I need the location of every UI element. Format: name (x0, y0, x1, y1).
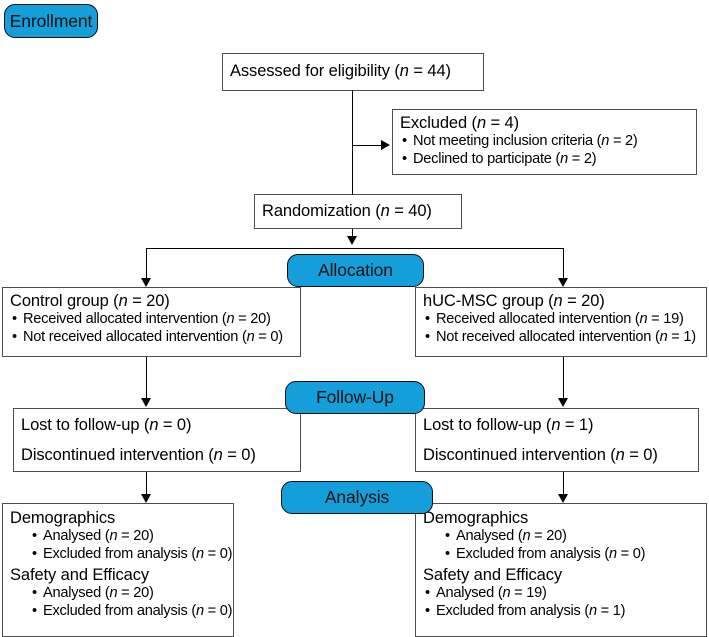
excluded-item-0: Not meeting inclusion criteria (n = 2) (400, 133, 690, 150)
node-control-followup: Lost to follow-up (n = 0) Discontinued i… (13, 408, 301, 472)
control-analysis-section2-heading: Safety and Efficacy (10, 565, 150, 584)
arrowhead-split-left (141, 278, 151, 287)
stage-banner-allocation: Allocation (287, 254, 424, 287)
excluded-item-1: Declined to participate (n = 2) (400, 151, 690, 168)
control-followup-line-1: Discontinued intervention (n = 0) (21, 446, 256, 465)
connector-assessed-to-randomization (352, 91, 353, 195)
arrowhead-control-followup (141, 398, 151, 407)
connector-split-left (146, 248, 147, 284)
randomization-text: Randomization (n = 40) (262, 201, 432, 220)
node-huc-msc-group: hUC-MSC group (n = 20) Received allocate… (415, 287, 707, 357)
stage-label-enrollment: Enrollment (9, 10, 93, 31)
msc-analysis-section2-item-1: Excluded from analysis (n = 1) (423, 603, 700, 620)
stage-banner-followup: Follow-Up (285, 381, 425, 414)
arrowhead-to-excluded (381, 140, 390, 150)
connector-randomization-stub (352, 229, 353, 242)
stage-label-followup: Follow-Up (316, 387, 394, 407)
node-msc-analysis: Demographics Analysed (n = 20) Excluded … (415, 503, 707, 637)
control-analysis-section2-item-0: Analysed (n = 20) (10, 585, 227, 602)
msc-analysis-section2-heading: Safety and Efficacy (423, 565, 563, 584)
node-randomization: Randomization (n = 40) (254, 194, 462, 229)
control-analysis-section1-item-1: Excluded from analysis (n = 0) (10, 546, 232, 563)
control-group-heading: Control group (n = 20) (10, 292, 170, 310)
msc-group-heading: hUC-MSC group (n = 20) (423, 292, 605, 310)
node-control-group: Control group (n = 20) Received allocate… (2, 287, 301, 357)
msc-analysis-section1-item-1: Excluded from analysis (n = 0) (423, 546, 700, 563)
connector-control-followup-to-analysis (146, 472, 147, 498)
control-group-item-0: Received allocated intervention (n = 20) (10, 311, 294, 328)
assessed-text: Assessed for eligibility (n = 44) (230, 62, 451, 81)
control-analysis-section1-heading: Demographics (10, 509, 116, 527)
stage-banner-analysis: Analysis (281, 481, 433, 514)
arrowhead-msc-analysis (558, 494, 568, 503)
msc-followup-line-0: Lost to follow-up (n = 1) (423, 416, 594, 434)
msc-group-item-1: Not received allocated intervention (n =… (423, 329, 700, 346)
stage-banner-enrollment: Enrollment (4, 4, 98, 38)
stage-label-allocation: Allocation (318, 260, 393, 280)
control-group-item-1: Not received allocated intervention (n =… (10, 329, 294, 346)
msc-analysis-section1-item-0: Analysed (n = 20) (423, 528, 700, 545)
control-followup-line-0: Lost to follow-up (n = 0) (21, 416, 192, 434)
control-analysis-section2-item-1: Excluded from analysis (n = 0) (10, 603, 232, 620)
control-analysis-section1-item-0: Analysed (n = 20) (10, 528, 227, 545)
node-excluded: Excluded (n = 4) Not meeting inclusion c… (392, 109, 697, 175)
msc-analysis-section2-item-0: Analysed (n = 19) (423, 585, 700, 602)
msc-group-item-0: Received allocated intervention (n = 19) (423, 311, 700, 328)
msc-analysis-section1-heading: Demographics (423, 509, 529, 527)
excluded-heading: Excluded (n = 4) (400, 114, 520, 132)
arrowhead-control-analysis (141, 494, 151, 503)
connector-msc-followup-to-analysis (563, 472, 564, 498)
connector-assessed-to-excluded (352, 145, 383, 146)
node-control-analysis: Demographics Analysed (n = 20) Excluded … (2, 503, 234, 637)
connector-split-bus (146, 248, 564, 249)
node-assessed-for-eligibility: Assessed for eligibility (n = 44) (222, 53, 484, 91)
stage-label-analysis: Analysis (324, 487, 390, 507)
connector-control-alloc-to-followup (146, 357, 147, 402)
arrowhead-split-right (558, 278, 568, 287)
arrowhead-msc-followup (558, 398, 568, 407)
connector-msc-alloc-to-followup (563, 357, 564, 402)
arrowhead-randomization-stub (347, 236, 357, 245)
connector-split-right (563, 248, 564, 284)
msc-followup-line-1: Discontinued intervention (n = 0) (423, 446, 658, 465)
node-msc-followup: Lost to follow-up (n = 1) Discontinued i… (415, 408, 699, 472)
